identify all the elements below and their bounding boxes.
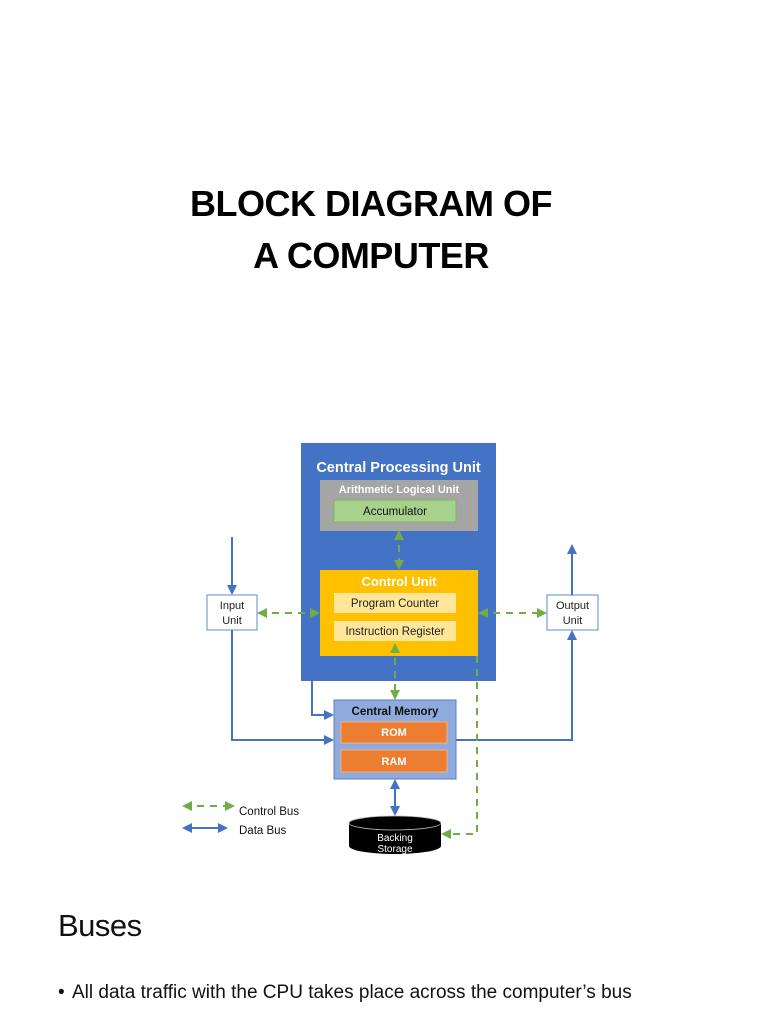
output-unit-block: Output Unit: [546, 594, 599, 631]
instruction-register-box: [334, 621, 456, 641]
program-counter-box: [334, 593, 456, 613]
legend-control-bus-label: Control Bus: [239, 806, 299, 818]
bullet-text: All data traffic with the CPU takes plac…: [72, 982, 632, 1003]
control-unit-block: Control Unit Program Counter Instruction…: [320, 570, 478, 656]
bullet-marker: •: [58, 982, 65, 1003]
cpu-block: Central Processing Unit Arithmetic Logic…: [301, 443, 496, 681]
input-unit-label-line-2: Unit: [222, 615, 242, 627]
legend-data-bus-label: Data Bus: [239, 825, 287, 837]
bullet-item: • All data traffic with the CPU takes pla…: [58, 982, 632, 1004]
slide-title: BLOCK DIAGRAM OF A COMPUTER: [0, 178, 742, 282]
cpu-label: Central Processing Unit: [316, 460, 481, 476]
central-memory-block: Central Memory ROM RAM: [333, 699, 457, 780]
backing-storage-top: [348, 815, 442, 831]
accumulator-label: Accumulator: [363, 506, 427, 518]
accumulator-box: [333, 499, 457, 523]
rom-box: [340, 721, 448, 744]
data-bus-input-to-memory: [231, 630, 334, 745]
backing-storage-label-line-2: Storage: [377, 844, 412, 855]
slide-title-line-1: BLOCK DIAGRAM OF: [190, 183, 552, 224]
control-bus-lines: [257, 530, 547, 839]
output-unit-box: [546, 594, 599, 631]
program-counter-label: Program Counter: [351, 598, 439, 610]
alu-block: Arithmetic Logical Unit Accumulator: [320, 480, 478, 531]
legend: Control Bus Data Bus: [182, 801, 299, 837]
control-unit-label: Control Unit: [361, 574, 437, 589]
slide-title-line-2: A COMPUTER: [253, 235, 489, 276]
central-memory-label: Central Memory: [352, 706, 440, 718]
backing-storage-body: [349, 823, 441, 854]
instruction-register-label: Instruction Register: [345, 626, 444, 638]
backing-storage-label-line-1: Backing: [377, 833, 413, 844]
data-bus-memory-to-output: [456, 630, 577, 741]
backing-storage-block: Backing Storage: [348, 815, 442, 855]
data-bus-lines: [227, 537, 577, 816]
input-unit-label-line-1: Input: [220, 600, 244, 612]
ram-label: RAM: [381, 756, 406, 768]
rom-label: ROM: [381, 727, 407, 739]
alu-label: Arithmetic Logical Unit: [339, 484, 460, 496]
input-unit-block: Input Unit: [206, 594, 258, 631]
ram-box: [340, 749, 448, 773]
data-bus-cpu-to-memory: [311, 681, 334, 720]
control-bus-cu-storage: [441, 656, 478, 839]
section-heading: Buses: [58, 908, 142, 943]
output-unit-label-line-1: Output: [556, 600, 589, 612]
output-unit-label-line-2: Unit: [563, 615, 583, 627]
